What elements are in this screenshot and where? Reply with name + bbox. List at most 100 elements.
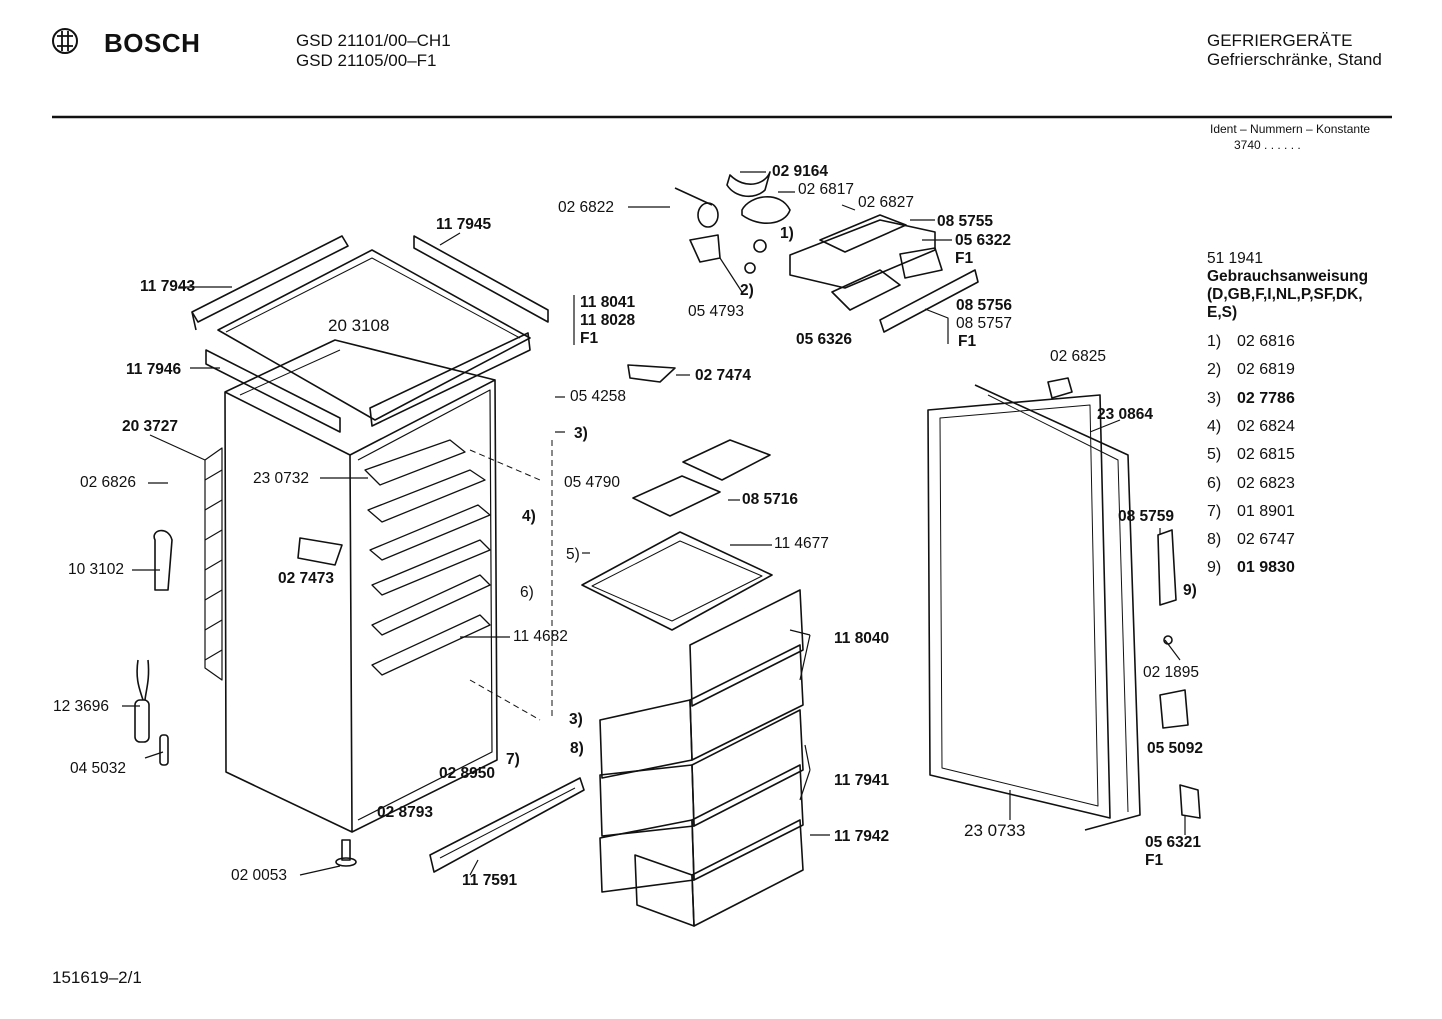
part-label: F1 [955, 250, 974, 267]
hinge-part [1047, 377, 1073, 399]
legend-ref: 1) [1207, 333, 1222, 350]
part-label: 02 1895 [1143, 664, 1200, 681]
ref-label: 2) [740, 282, 754, 299]
legend-part-number: 02 7786 [1237, 389, 1295, 407]
model-line-1: GSD 21101/00–CH1 [296, 31, 451, 50]
part-label: F1 [580, 330, 599, 347]
cabinet-body [224, 339, 498, 833]
ice-tray-2 [632, 475, 721, 517]
legend-row: 7) 01 8901 [1207, 503, 1295, 521]
legend-part-number: 02 6747 [1237, 531, 1295, 549]
rail-right [413, 235, 549, 323]
part-label: 02 6822 [558, 199, 615, 216]
part-label: 02 6827 [858, 194, 915, 211]
part-label: 11 7591 [462, 872, 518, 889]
part-label: 08 5757 [956, 315, 1013, 332]
ident-value: 3740 . . . . . . [1234, 138, 1301, 152]
part-label: 23 0732 [253, 470, 310, 487]
legend-part-number: 02 6819 [1237, 361, 1295, 379]
part-label: 08 5756 [956, 297, 1013, 314]
part-label: F1 [958, 333, 977, 350]
legend-ref: 4) [1207, 417, 1222, 435]
ref-label: 4) [522, 508, 536, 525]
leader-lines [122, 171, 1186, 876]
part-label: 02 6826 [80, 474, 137, 491]
clip-part [726, 171, 771, 198]
ref-label: 3) [574, 425, 588, 442]
glass-shelf [581, 531, 773, 631]
brand-name: BOSCH [104, 28, 201, 58]
bracket-lower [297, 537, 343, 566]
part-label: 05 4790 [564, 474, 621, 491]
model-line-2: GSD 21105/00–F1 [296, 51, 437, 70]
bosch-logo-icon [52, 28, 78, 54]
part-label: 11 8040 [834, 630, 890, 647]
legend-part-number: 01 9830 [1237, 559, 1295, 577]
door-handle [1157, 529, 1177, 606]
ident-label: Ident – Nummern – Konstante [1210, 122, 1371, 136]
doc-number: 151619–2/1 [52, 968, 142, 987]
vent-grill [429, 777, 585, 873]
door-assembly [927, 384, 1141, 831]
rail-left [191, 235, 349, 323]
legend-row: 2) 02 6819 [1207, 361, 1295, 379]
thermostat-body [689, 234, 721, 263]
part-label: 10 3102 [68, 561, 125, 578]
legend-row: 6) 02 6823 [1207, 475, 1295, 493]
legend-ref: 7) [1207, 502, 1222, 520]
handle-part [153, 529, 173, 591]
ref-label: 3) [569, 711, 583, 728]
legend-part-number: 02 6823 [1237, 474, 1295, 492]
subcategory-title: Gefrierschränke, Stand [1207, 50, 1382, 69]
legend-ref: 2) [1207, 361, 1222, 379]
part-label: 12 3696 [53, 698, 110, 715]
part-label: 05 4258 [570, 388, 627, 405]
legend-part-number: 02 6816 [1237, 333, 1295, 350]
part-label: 04 5032 [70, 760, 127, 777]
manual-langs-2: E,S) [1207, 304, 1238, 321]
legend-ref: 6) [1207, 474, 1222, 492]
ref-label: 8) [570, 740, 584, 757]
part-label: F1 [1145, 852, 1164, 869]
thermometer-part [1159, 689, 1189, 729]
manual-title: Gebrauchsanweisung [1207, 268, 1369, 285]
part-label: 20 3727 [122, 418, 179, 435]
thermostat-knob [697, 202, 719, 228]
part-label: 02 8793 [377, 804, 434, 821]
manual-number: 51 1941 [1207, 250, 1264, 267]
part-label: 08 5716 [742, 491, 799, 508]
part-label: 05 6322 [955, 232, 1012, 249]
part-label: 23 0864 [1097, 406, 1154, 423]
legend-row: 3) 02 7786 [1207, 390, 1295, 408]
legend-ref: 8) [1207, 531, 1222, 549]
front-trim-right [369, 332, 531, 427]
category-title: GEFRIERGERÄTE [1207, 31, 1353, 50]
assembly-lines [469, 440, 553, 721]
top-panel [217, 249, 531, 421]
legend-part-number: 01 8901 [1237, 502, 1295, 520]
part-label: 05 6326 [796, 331, 853, 348]
legend-part-number: 02 6815 [1237, 446, 1295, 464]
part-label: 08 5755 [937, 213, 994, 230]
part-label: 11 7943 [140, 278, 196, 295]
ice-tray-1 [682, 439, 771, 481]
ref-label: 9) [1183, 582, 1197, 599]
legend-row: 5)02 6815 [1207, 446, 1295, 464]
label-part [1179, 784, 1201, 819]
part-label: 02 7473 [278, 570, 335, 587]
ref-label: 6) [520, 584, 534, 601]
part-label: 02 7474 [695, 367, 752, 384]
part-label: 11 4677 [774, 535, 829, 552]
legend-ref: 3) [1207, 389, 1222, 407]
legend-row: 9)01 9830 [1207, 559, 1295, 577]
part-label: 05 6321 [1145, 834, 1202, 851]
part-label: 02 0053 [231, 867, 288, 884]
manual-langs-1: (D,GB,F,I,NL,P,SF,DK, [1207, 286, 1363, 303]
ref-label: 7) [506, 751, 520, 768]
knob-cover [741, 196, 791, 224]
condenser-coil [204, 447, 223, 681]
part-label: 05 5092 [1147, 740, 1204, 757]
sensor-part [134, 659, 169, 766]
part-label: 11 8041 [580, 294, 636, 311]
